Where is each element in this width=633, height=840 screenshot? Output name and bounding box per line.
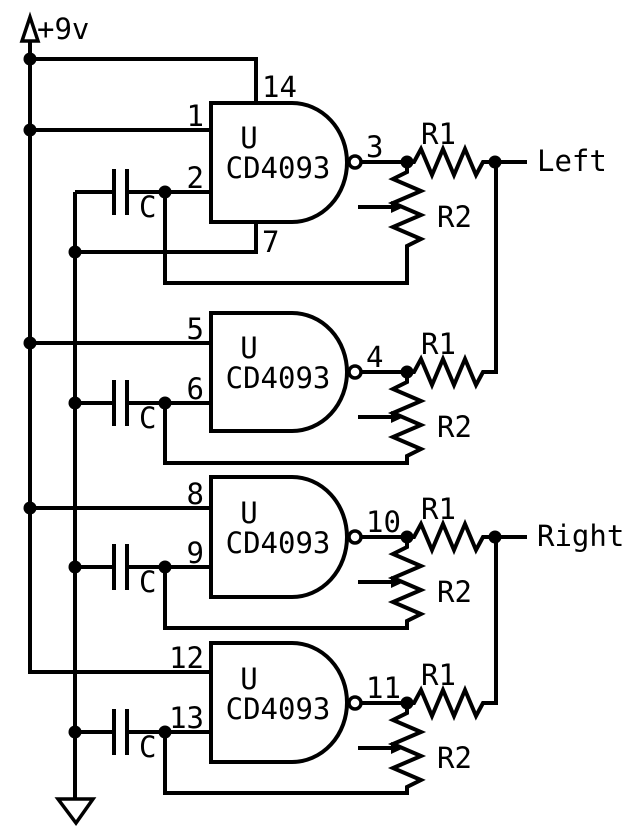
resistor-r2-label: R2 (437, 575, 472, 609)
junction-dot (158, 185, 172, 199)
gate-part-label: CD4093 (226, 692, 331, 726)
power-rail: +9v (19, 11, 211, 674)
right-output-label: Right (537, 519, 624, 553)
resistor-r2-label: R2 (437, 410, 472, 444)
junction-dot (158, 396, 172, 410)
resistor-r1 (407, 162, 498, 391)
vdd-rail-wire (28, 41, 211, 674)
gate-part-label: CD4093 (226, 526, 331, 560)
nand-gate-body (209, 311, 349, 433)
oscillator-4: 12 13 11 U CD4093 R1 R2 C (68, 537, 498, 795)
junction-dot (68, 725, 82, 739)
left-output: Left (488, 144, 607, 178)
pin-label-in-a: 1 (187, 99, 204, 133)
junction-dot (23, 123, 37, 137)
resistor-r1-label: R1 (421, 117, 456, 151)
junction-dot (158, 725, 172, 739)
potentiometer-r2-feedback (163, 372, 427, 465)
capacitor-label: C (139, 565, 156, 599)
right-output: Right (488, 519, 624, 553)
nand-gate-body (209, 641, 349, 764)
power-label: +9v (37, 12, 89, 46)
pin-label-in-a: 8 (187, 477, 204, 511)
gate-output-bubble (347, 695, 363, 711)
junction-dot (400, 530, 414, 544)
gate-ref-label: U (240, 121, 257, 155)
gate-ref-label: U (240, 331, 257, 365)
nand-gate-body (209, 475, 349, 599)
junction-dot (400, 696, 414, 710)
junction-dot (23, 52, 37, 66)
resistor-r1 (407, 143, 495, 181)
oscillator-2: 5 6 4 U CD4093 R1 R2 C (23, 162, 498, 465)
pin-label-in-a: 12 (169, 641, 204, 675)
pin-label-in-b: 9 (187, 536, 204, 570)
resistor-r1-label: R1 (421, 492, 456, 526)
pin-label-out: 3 (366, 130, 383, 164)
resistor-r1 (407, 518, 495, 556)
junction-dot (488, 155, 502, 169)
resistor-r1-label: R1 (421, 658, 456, 692)
left-output-label: Left (537, 144, 607, 178)
wiper-arrow-head (391, 201, 404, 213)
pin-label-in-b: 13 (169, 701, 204, 735)
junction-dot (68, 396, 82, 410)
gate-output-bubble (347, 364, 363, 380)
wiper-arrow-head (391, 742, 404, 754)
pin-label-gnd: 7 (262, 225, 279, 259)
resistor-r1-label: R1 (421, 327, 456, 361)
gate-ref-label: U (240, 496, 257, 530)
gate-part-label: CD4093 (226, 151, 331, 185)
pin-label-out: 11 (366, 671, 401, 705)
junction-dot (23, 501, 37, 515)
junction-dot (400, 155, 414, 169)
junction-dot (23, 336, 37, 350)
pin-label-in-a: 5 (187, 312, 204, 346)
junction-dot (68, 560, 82, 574)
junction-dot (158, 560, 172, 574)
junction-dot (400, 365, 414, 379)
capacitor-label: C (139, 730, 156, 764)
pin-label-out: 10 (366, 505, 401, 539)
power-symbol (19, 11, 41, 43)
gate-output-bubble (347, 154, 363, 170)
junction-dot (68, 245, 82, 259)
gate-ref-label: U (240, 662, 257, 696)
pin-label-out: 4 (366, 340, 383, 374)
oscillator-3: 8 9 10 U CD4093 R1 R2 C (23, 475, 495, 630)
wiper-arrow-head (391, 576, 404, 588)
resistor-r2-label: R2 (437, 200, 472, 234)
pin-label-vdd: 14 (262, 70, 297, 104)
resistor-r2-label: R2 (437, 741, 472, 775)
nand-gate-body (209, 101, 349, 224)
potentiometer-r2-feedback (163, 537, 427, 630)
gate-output-bubble (347, 529, 363, 545)
potentiometer-r2-feedback (163, 162, 427, 285)
potentiometer-r2-feedback (163, 703, 427, 795)
resistor-r1 (407, 537, 498, 722)
capacitor-label: C (139, 401, 156, 435)
ground-symbol (54, 797, 97, 826)
wire-vdd-pin14 (30, 57, 258, 103)
ground-bus (54, 192, 97, 826)
wiper-arrow-head (391, 411, 404, 423)
capacitor-label: C (139, 190, 156, 224)
gate-part-label: CD4093 (226, 361, 331, 395)
wire-gnd-pin7 (75, 222, 258, 254)
pin-label-in-b: 2 (187, 161, 204, 195)
pin-label-in-b: 6 (187, 372, 204, 406)
oscillator-1: 14 1 2 7 3 U CD4093 R1 R2 C (23, 52, 495, 285)
